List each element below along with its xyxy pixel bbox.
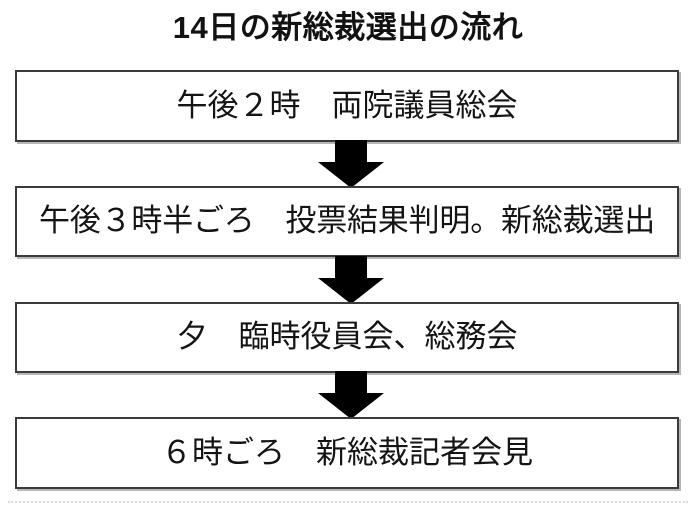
arrow-head xyxy=(318,162,384,188)
down-block-arrow-icon-2 xyxy=(318,256,384,304)
arrow-head xyxy=(318,278,384,304)
flow-step-3: 夕 臨時役員会、総務会 xyxy=(15,302,679,373)
flow-step-4: ６時ごろ 新総裁記者会見 xyxy=(15,417,679,489)
arrow-stem xyxy=(335,140,367,164)
flow-diagram: 午後２時 両院議員総会 午後３時半ごろ 投票結果判明。新総裁選出 夕 臨時役員会… xyxy=(0,62,696,492)
down-block-arrow-icon-3 xyxy=(318,371,384,419)
flow-step-2: 午後３時半ごろ 投票結果判明。新総裁選出 xyxy=(15,186,679,257)
down-block-arrow-icon-1 xyxy=(318,140,384,188)
bottom-dotted-divider xyxy=(8,501,688,505)
arrow-stem xyxy=(335,256,367,280)
flow-step-1-label: 午後２時 両院議員総会 xyxy=(176,87,518,123)
arrow-stem xyxy=(335,371,367,395)
arrow-head xyxy=(318,393,384,419)
flow-step-3-label: 夕 臨時役員会、総務会 xyxy=(176,319,518,355)
flow-step-2-label: 午後３時半ごろ 投票結果判明。新総裁選出 xyxy=(39,203,655,239)
flow-step-4-label: ６時ごろ 新総裁記者会見 xyxy=(161,434,533,470)
page-title: 14日の新総裁選出の流れ xyxy=(172,10,524,45)
flow-step-1: 午後２時 両院議員総会 xyxy=(15,70,679,142)
